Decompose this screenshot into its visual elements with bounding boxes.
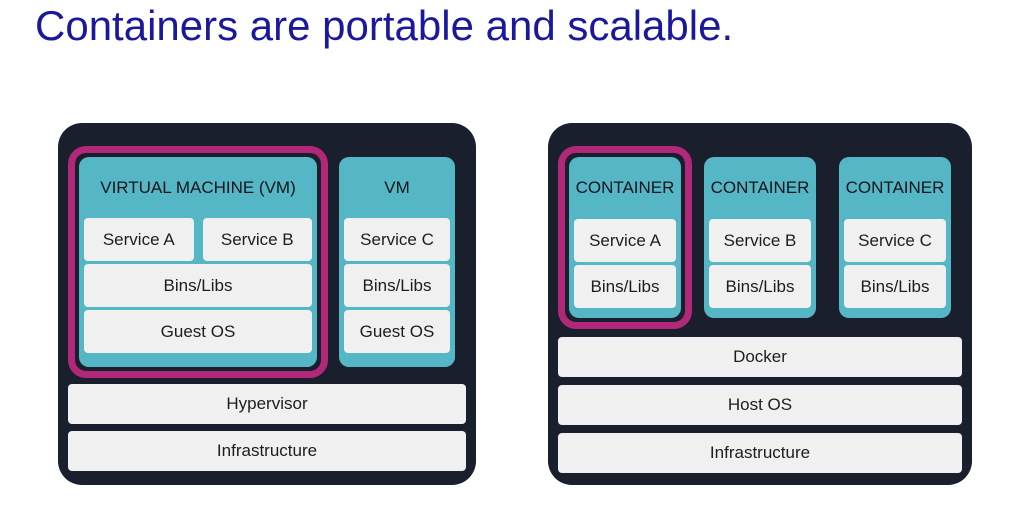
vm-main-block: VIRTUAL MACHINE (VM) Service A Service B… xyxy=(79,157,317,367)
infrastructure-box-vm: Infrastructure xyxy=(68,431,466,471)
container-2-service-box: Service B xyxy=(709,219,811,262)
vm-main-bins-libs-box: Bins/Libs xyxy=(84,264,312,307)
container-2-header: CONTAINER xyxy=(710,178,810,197)
container-3-header: CONTAINER xyxy=(845,178,945,197)
vm-blocks-row: VIRTUAL MACHINE (VM) Service A Service B… xyxy=(68,146,466,378)
container-1-bins-libs-box: Bins/Libs xyxy=(574,265,676,308)
container-1-block: CONTAINER Service A Bins/Libs xyxy=(569,157,681,318)
container-highlight-border: CONTAINER Service A Bins/Libs xyxy=(558,146,692,329)
page-title: Containers are portable and scalable. xyxy=(35,2,734,49)
service-b-box: Service B xyxy=(202,218,312,261)
container-2-bins-libs-box: Bins/Libs xyxy=(709,265,811,308)
service-a-box: Service A xyxy=(84,218,194,261)
vm-highlight-border: VIRTUAL MACHINE (VM) Service A Service B… xyxy=(68,146,328,378)
container-3-block: CONTAINER Service C Bins/Libs xyxy=(839,157,951,318)
vm-side-wrapper: VM Service C Bins/Libs Guest OS xyxy=(328,146,466,378)
infrastructure-box-container: Infrastructure xyxy=(558,433,962,473)
container-3-bins-libs-box: Bins/Libs xyxy=(844,265,946,308)
vm-services-row: Service A Service B xyxy=(84,218,312,261)
container-architecture-panel: CONTAINER Service A Bins/Libs CONTAINER … xyxy=(548,123,972,485)
container-3-wrapper: CONTAINER Service C Bins/Libs xyxy=(828,146,962,329)
vm-main-header: VIRTUAL MACHINE (VM) xyxy=(100,177,296,197)
container-1-header: CONTAINER xyxy=(575,178,675,197)
vm-side-header: VM xyxy=(384,177,410,197)
container-2-block: CONTAINER Service B Bins/Libs xyxy=(704,157,816,318)
docker-box: Docker xyxy=(558,337,962,377)
vm-main-guest-os-box: Guest OS xyxy=(84,310,312,353)
service-c-box: Service C xyxy=(344,218,450,261)
vm-architecture-panel: VIRTUAL MACHINE (VM) Service A Service B… xyxy=(58,123,476,485)
vm-side-guest-os-box: Guest OS xyxy=(344,310,450,353)
hypervisor-box: Hypervisor xyxy=(68,384,466,424)
container-2-wrapper: CONTAINER Service B Bins/Libs xyxy=(693,146,827,329)
vm-side-bins-libs-box: Bins/Libs xyxy=(344,264,450,307)
vm-side-block: VM Service C Bins/Libs Guest OS xyxy=(339,157,455,367)
container-3-service-box: Service C xyxy=(844,219,946,262)
container-1-service-box: Service A xyxy=(574,219,676,262)
host-os-box: Host OS xyxy=(558,385,962,425)
container-blocks-row: CONTAINER Service A Bins/Libs CONTAINER … xyxy=(558,146,962,329)
